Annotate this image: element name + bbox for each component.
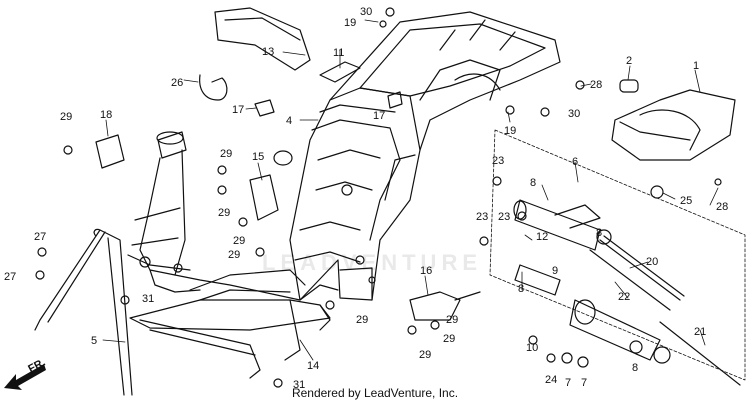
bracket-18 xyxy=(95,134,125,169)
callout: 31 xyxy=(142,293,154,305)
fasteners xyxy=(35,7,722,388)
callout: 29 xyxy=(446,314,458,326)
callout: 29 xyxy=(419,349,431,361)
callout: 8 xyxy=(518,283,524,295)
clip-17a xyxy=(254,99,275,117)
cover-13 xyxy=(214,7,311,71)
callout: 4 xyxy=(286,115,292,127)
cover-1 xyxy=(611,89,736,161)
front-direction-arrow xyxy=(4,364,46,390)
callout: 16 xyxy=(420,265,432,277)
bracket-15 xyxy=(249,174,279,221)
callout: 29 xyxy=(356,314,368,326)
callout: 29 xyxy=(228,249,240,261)
callout: 1 xyxy=(693,60,699,72)
leader-lines xyxy=(102,19,719,361)
engine-hanger-assembly xyxy=(489,129,746,386)
callout: 29 xyxy=(233,235,245,247)
main-frame-body xyxy=(289,11,561,301)
callout: 9 xyxy=(552,265,558,277)
callout: 12 xyxy=(536,231,548,243)
main-stand xyxy=(34,228,133,396)
callout: 29 xyxy=(218,207,230,219)
callout: 28 xyxy=(716,201,728,213)
callout: 8 xyxy=(632,362,638,374)
callout: 8 xyxy=(530,177,536,189)
callout: 10 xyxy=(526,342,538,354)
callout: 25 xyxy=(680,195,692,207)
pad-11 xyxy=(319,61,361,83)
callout: 24 xyxy=(545,374,557,386)
callout-labels: 1 2 4 5 6 7 7 8 8 8 8 9 10 11 12 13 14 1… xyxy=(4,6,728,391)
callout: 11 xyxy=(333,47,344,59)
callout: 29 xyxy=(443,333,455,345)
callout: 17 xyxy=(373,110,385,122)
callout: 2 xyxy=(626,55,632,67)
callout: 23 xyxy=(498,211,510,223)
callout: 23 xyxy=(492,155,504,167)
callout: 17 xyxy=(232,104,244,116)
callout: 7 xyxy=(565,377,571,389)
callout: 26 xyxy=(171,77,183,89)
floor-frame-rails xyxy=(129,289,331,379)
grommet-2 xyxy=(619,79,639,93)
callout: 22 xyxy=(618,291,630,303)
ring-3 xyxy=(273,150,293,166)
callout: 13 xyxy=(262,46,274,58)
watermark: LEADVENTURE xyxy=(262,250,483,275)
callout: 5 xyxy=(91,335,97,347)
callout: 14 xyxy=(307,360,319,372)
callout: 29 xyxy=(220,148,232,160)
clamp-26 xyxy=(199,74,228,101)
callout: 30 xyxy=(568,108,580,120)
callout: 29 xyxy=(60,111,72,123)
callout: 30 xyxy=(360,6,372,18)
clip-17b xyxy=(387,91,403,109)
callout: 20 xyxy=(646,256,658,268)
callout: 19 xyxy=(504,125,516,137)
callout: 18 xyxy=(100,109,112,121)
callout: 31 xyxy=(293,379,305,391)
callout: 19 xyxy=(344,17,356,29)
callout: 15 xyxy=(252,151,264,163)
callout: 7 xyxy=(581,377,587,389)
bracket-16 xyxy=(409,291,481,321)
head-pipe-assembly xyxy=(127,131,306,301)
callout: 27 xyxy=(34,231,46,243)
callout: 23 xyxy=(476,211,488,223)
callout: 27 xyxy=(4,271,16,283)
callout: 21 xyxy=(694,326,706,338)
callout: 8 xyxy=(596,227,602,239)
callout: 28 xyxy=(590,79,602,91)
callout: 6 xyxy=(572,156,578,168)
credit-line: Rendered by LeadVenture, Inc. xyxy=(291,386,459,400)
